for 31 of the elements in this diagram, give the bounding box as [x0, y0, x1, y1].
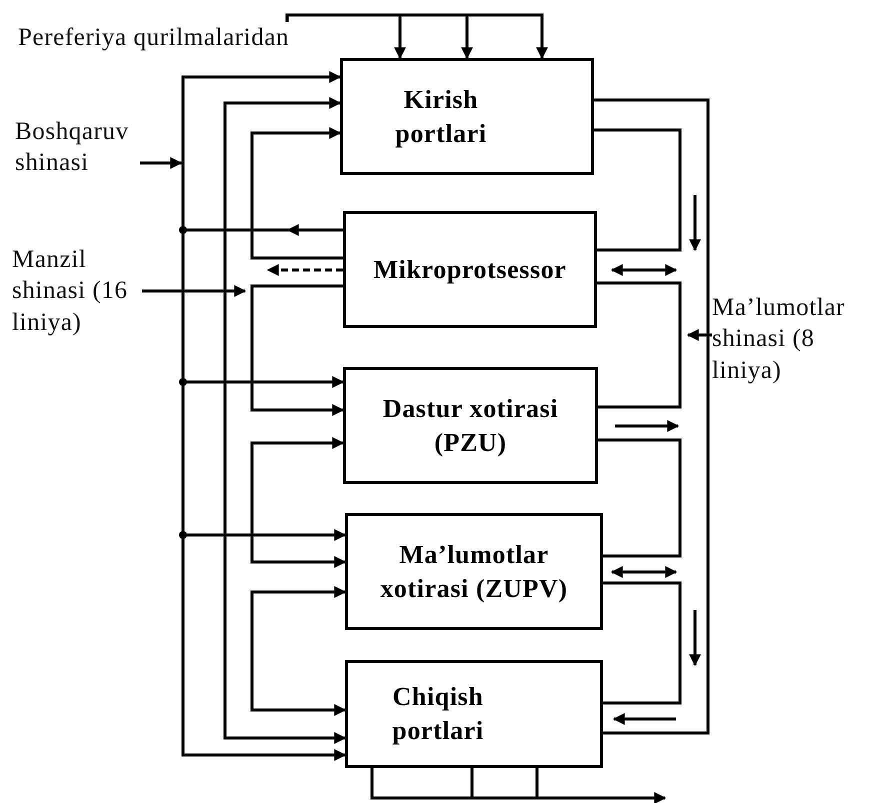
bus-line: [594, 128, 682, 252]
arrow: [250, 127, 343, 260]
arrow: [250, 284, 344, 416]
block-box: [343, 211, 597, 328]
block-box: [345, 660, 603, 768]
bus-label: Ma’lumotlar shinasi (8 liniya): [712, 292, 872, 386]
bus-line: [470, 768, 474, 798]
block-box: [345, 513, 603, 630]
arrow: [250, 586, 346, 716]
bus-label: Manzil shinasi (16 liniya): [12, 244, 142, 338]
block-label: Ma’lumotlar xotirasi (ZUPV): [379, 538, 569, 604]
arrow: [286, 224, 343, 236]
bus-line: [603, 582, 682, 704]
block-label: Kirish portlari: [394, 84, 488, 150]
arrow: [142, 290, 346, 744]
bus-line: [598, 438, 682, 558]
bus-line: [536, 768, 538, 798]
bus-line: [594, 98, 710, 734]
arrow: [266, 264, 343, 276]
bus-label: Boshqaruv shinasi: [15, 116, 140, 178]
bus-line: [597, 282, 682, 408]
arrow: [250, 437, 346, 568]
arrow: [686, 329, 712, 341]
block-box: [340, 58, 594, 175]
arrow: [286, 14, 548, 60]
block-label: Mikroprotsessor: [374, 254, 566, 286]
block-box: [343, 367, 598, 484]
arrow: [370, 768, 666, 803]
block-label: Dastur xotirasi (PZU): [382, 392, 560, 458]
block-label: Chiqish portlari: [391, 681, 485, 747]
bus-label: Pereferiya qurilmalaridan: [18, 22, 290, 54]
